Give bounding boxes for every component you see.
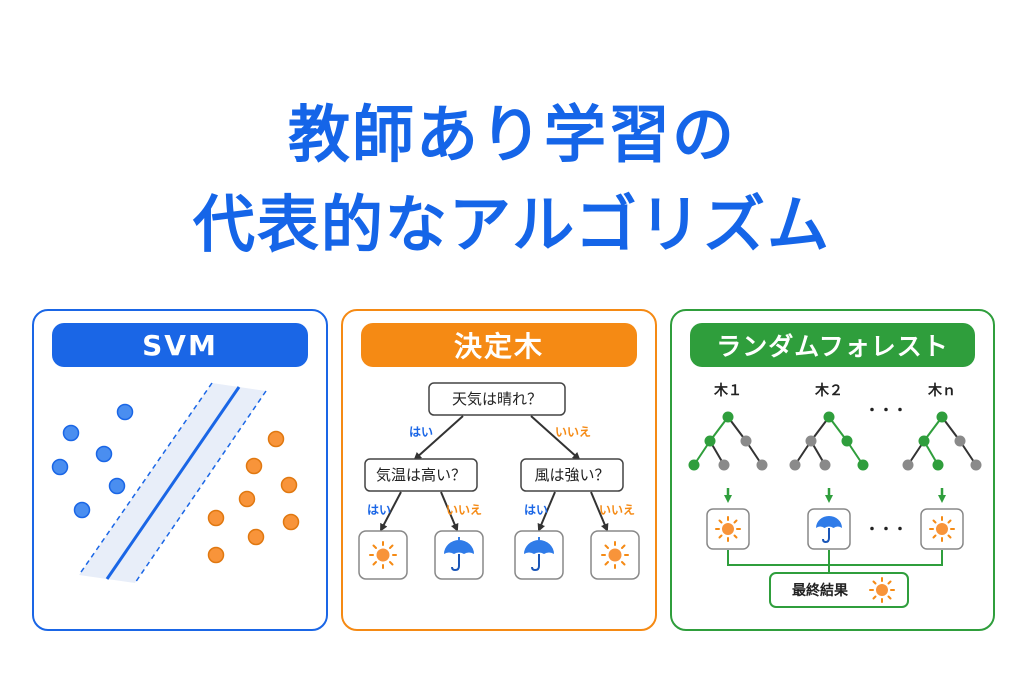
random-forest-panel: ランダムフォレスト (670, 309, 995, 631)
yes-label: はい (409, 425, 433, 439)
svm-point-orange (247, 528, 265, 546)
no-label: いいえ (599, 503, 635, 517)
svm-point-blue (116, 403, 134, 421)
root-node (428, 382, 566, 416)
svm-point-blue (51, 458, 69, 476)
edge-root-left (413, 415, 464, 461)
svm-point-orange (280, 476, 298, 494)
left-node-text: 気温は高い？ (376, 466, 466, 484)
edge-root-right (530, 415, 581, 461)
svm-header: SVM (52, 323, 308, 367)
random-forest-header: ランダムフォレスト (690, 323, 975, 367)
final-result-label: 最終結果 (792, 582, 849, 599)
sun-icon (369, 541, 397, 569)
yes-label: はい (367, 503, 391, 517)
svm-point-orange (245, 457, 263, 475)
root-node-text: 天気は晴れ？ (452, 390, 542, 408)
edge-left-left (380, 491, 402, 532)
svm-hyperplane (105, 386, 241, 580)
svm-point-blue (73, 501, 91, 519)
no-label: いいえ (555, 425, 591, 439)
sun-icon (869, 577, 895, 603)
output-ellipsis: ・・・ (865, 522, 907, 538)
sun-icon (601, 541, 629, 569)
svm-point-orange (207, 509, 225, 527)
right-node-text: 風は強い？ (534, 466, 609, 484)
edge-left-right (440, 491, 459, 532)
right-node (520, 458, 624, 492)
svm-point-blue (62, 424, 80, 442)
sun-icon (929, 516, 955, 542)
random-forest-diagram: 木１ 木２ 木ｎ ・・・ ・・・ 最終結果 (687, 382, 983, 608)
tree-label-1: 木１ (713, 382, 742, 399)
edge-right-right (590, 491, 609, 532)
svm-point-blue (108, 477, 126, 495)
svm-panel: SVM (32, 309, 328, 631)
yes-label: はい (524, 503, 548, 517)
svm-point-blue (95, 445, 113, 463)
tree-2 (788, 410, 870, 472)
svm-margin-line-right (134, 390, 267, 584)
merge-connector (727, 550, 943, 566)
left-node (364, 458, 478, 492)
svm-point-orange (282, 513, 300, 531)
edge-right-left (537, 491, 556, 532)
no-label: いいえ (446, 503, 482, 517)
sun-icon (715, 516, 741, 542)
tree-n (901, 410, 983, 472)
tree-label-2: 木２ (814, 382, 843, 399)
tree-ellipsis: ・・・ (865, 403, 907, 419)
page-title-line2: 代表的なアルゴリズム (192, 188, 832, 261)
svm-margin-line-left (78, 382, 213, 576)
decision-tree-diagram: 天気は晴れ？ はい いいえ 気温は高い？ 風は強い？ はい いいえ はい いいえ (358, 382, 640, 580)
svm-point-orange (207, 546, 225, 564)
svm-point-orange (267, 430, 285, 448)
svm-diagram (51, 382, 300, 584)
decision-tree-header: 決定木 (361, 323, 637, 367)
page-title-line1: 教師あり学習の (287, 98, 736, 171)
tree-label-n: 木ｎ (927, 382, 956, 399)
decision-tree-panel: 決定木 天気は晴れ？ (341, 309, 657, 631)
tree-1 (687, 410, 769, 472)
svm-point-orange (238, 490, 256, 508)
